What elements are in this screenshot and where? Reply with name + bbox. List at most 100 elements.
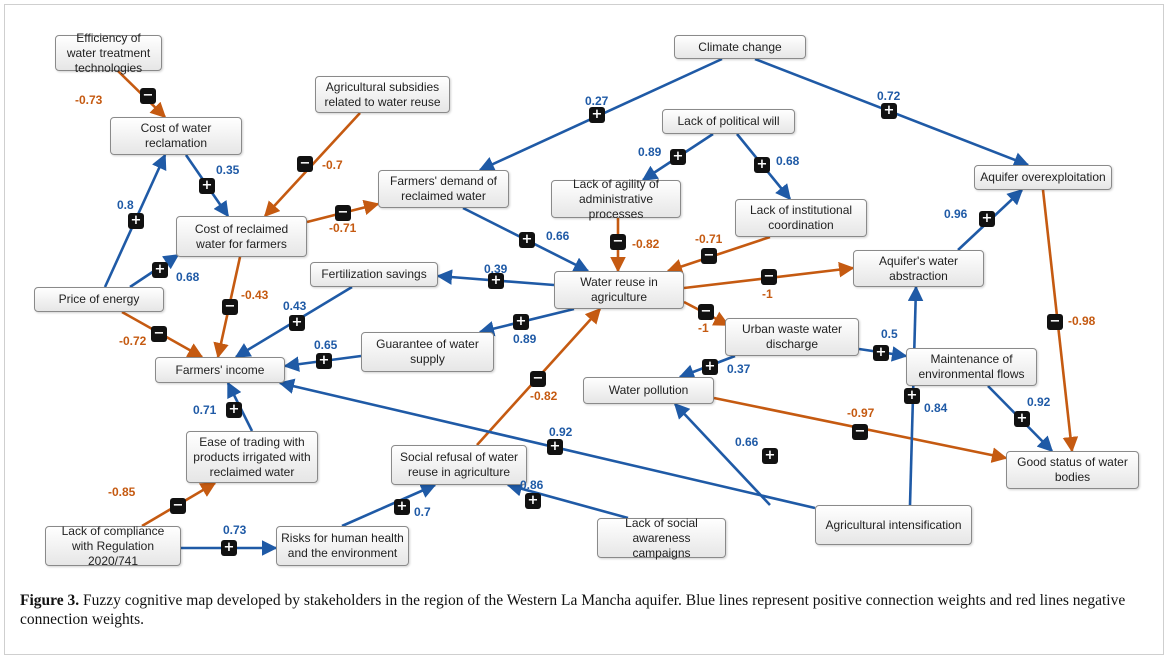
node-rhh: Risks for human health and the environme… <box>276 526 409 566</box>
weight-label-pe-cwr: 0.8 <box>117 198 134 212</box>
node-lpw: Lack of political will <box>662 109 795 134</box>
weight-label-ai-wp: 0.66 <box>735 435 759 449</box>
weight-label-pe-crf: 0.68 <box>176 270 200 284</box>
node-fdr: Farmers' demand of reclaimed water <box>378 170 509 208</box>
caption-label: Figure 3. <box>20 592 80 609</box>
weight-label-wp-gsw: -0.97 <box>847 406 875 420</box>
weight-label-sub-crf: -0.7 <box>322 158 343 172</box>
sign-marker-wra-uww: − <box>698 304 714 320</box>
weight-label-wra-gws: 0.89 <box>513 332 537 346</box>
weight-label-crf-fi: -0.43 <box>241 288 269 302</box>
node-laa: Lack of agility of administrative proces… <box>551 177 681 221</box>
sign-marker-srw-wra: − <box>530 371 546 387</box>
weight-label-etp-fi: 0.71 <box>193 403 217 417</box>
weight-label-srw-wra: -0.82 <box>530 389 558 403</box>
figure-frame <box>4 4 1164 655</box>
sign-marker-cc-fdr: + <box>589 107 605 123</box>
node-cwr: Cost of water reclamation <box>110 117 242 155</box>
sign-marker-ai-awa: + <box>904 388 920 404</box>
sign-marker-uww-mef: + <box>873 345 889 361</box>
sign-marker-wra-gws: + <box>513 314 529 330</box>
sign-marker-pe-cwr: + <box>128 213 144 229</box>
node-ao: Aquifer overexploitation <box>974 165 1112 190</box>
node-uww: Urban waste water discharge <box>725 318 859 356</box>
sign-marker-pe-crf: + <box>152 262 168 278</box>
node-pe: Price of energy <box>34 287 164 312</box>
weight-label-rhh-srw: 0.7 <box>414 505 431 519</box>
sign-marker-pe-fi: − <box>151 326 167 342</box>
weight-label-lcr-rhh: 0.73 <box>223 523 247 537</box>
weight-label-ao-gsw: -0.98 <box>1068 314 1096 328</box>
sign-marker-awa-ao: + <box>979 211 995 227</box>
weight-label-wra-fs: 0.39 <box>484 262 508 276</box>
node-cc: Climate change <box>674 35 806 59</box>
node-ai: Agricultural intensification <box>815 505 972 545</box>
node-mef: Maintenance of environmental flows <box>906 348 1037 386</box>
node-lcr: Lack of compliance with Regulation 2020/… <box>45 524 181 568</box>
weight-label-ai-fi: 0.92 <box>549 425 573 439</box>
sign-marker-etp-fi: + <box>226 402 242 418</box>
node-fi: Farmers' income <box>155 357 285 383</box>
node-awa: Aquifer's water abstraction <box>853 250 984 287</box>
sign-marker-lcr-rhh: + <box>221 540 237 556</box>
sign-marker-wp-gsw: − <box>852 424 868 440</box>
sign-marker-cwr-crf: + <box>199 178 215 194</box>
sign-marker-rhh-srw: + <box>394 499 410 515</box>
node-wra: Water reuse in agriculture <box>554 271 684 309</box>
node-etp: Ease of trading with products irrigated … <box>186 431 318 483</box>
weight-label-uww-mef: 0.5 <box>881 327 898 341</box>
weight-label-lsa-srw: 0.86 <box>520 478 544 492</box>
sign-marker-uww-wp: + <box>702 359 718 375</box>
node-gws: Guarantee of water supply <box>361 332 494 372</box>
caption-text: Fuzzy cognitive map developed by stakeho… <box>20 592 1126 628</box>
weight-label-cwr-crf: 0.35 <box>216 163 240 177</box>
figure-caption: Figure 3. Fuzzy cognitive map developed … <box>20 591 1140 629</box>
weight-label-laa-wra: -0.82 <box>632 237 660 251</box>
node-lsa: Lack of social awareness campaigns <box>597 516 726 560</box>
weight-label-lcr-etp: -0.85 <box>108 485 136 499</box>
sign-marker-wra-fs: + <box>488 273 504 289</box>
node-crf: Cost of reclaimed water for farmers <box>176 216 307 257</box>
weight-label-cc-fdr: 0.27 <box>585 94 609 108</box>
sign-marker-lcr-etp: − <box>170 498 186 514</box>
sign-marker-gws-fi: + <box>316 353 332 369</box>
node-lic: Lack of institutional coordination <box>735 199 867 237</box>
weight-label-gws-fi: 0.65 <box>314 338 338 352</box>
sign-marker-lic-wra: − <box>701 248 717 264</box>
weight-label-lic-wra: -0.71 <box>695 232 723 246</box>
node-wp: Water pollution <box>583 377 714 404</box>
sign-marker-ai-fi: + <box>547 439 563 455</box>
edge-lsa-srw <box>506 481 629 520</box>
node-srw: Social refusal of water reuse in agricul… <box>391 445 527 485</box>
sign-marker-wra-awa: − <box>761 269 777 285</box>
weight-label-awa-ao: 0.96 <box>944 207 968 221</box>
node-fs: Fertilization savings <box>310 262 438 287</box>
sign-marker-lpw-lic: + <box>754 157 770 173</box>
weight-label-ai-awa: 0.84 <box>924 401 948 415</box>
sign-marker-mef-gsw: + <box>1014 411 1030 427</box>
sign-marker-crf-fi: − <box>222 299 238 315</box>
sign-marker-lpw-laa: + <box>670 149 686 165</box>
edge-rhh-srw <box>341 483 437 528</box>
edge-ai-wp <box>673 402 771 506</box>
sign-marker-cc-ao: + <box>881 103 897 119</box>
weight-label-lpw-lic: 0.68 <box>776 154 800 168</box>
sign-marker-ai-wp: + <box>762 448 778 464</box>
sign-marker-sub-crf: − <box>297 156 313 172</box>
weight-label-uww-wp: 0.37 <box>727 362 751 376</box>
sign-marker-lsa-srw: + <box>525 493 541 509</box>
sign-marker-crf-fdr: − <box>335 205 351 221</box>
weight-label-wra-awa: -1 <box>762 287 773 301</box>
sign-marker-fdr-wra: + <box>519 232 535 248</box>
weight-label-wra-uww: -1 <box>698 321 709 335</box>
sign-marker-eff-cwr: − <box>140 88 156 104</box>
sign-marker-fs-fi: + <box>289 315 305 331</box>
sign-marker-laa-wra: − <box>610 234 626 250</box>
weight-label-lpw-laa: 0.89 <box>638 145 662 159</box>
weight-label-eff-cwr: -0.73 <box>75 93 103 107</box>
weight-label-mef-gsw: 0.92 <box>1027 395 1051 409</box>
node-gsw: Good status of water bodies <box>1006 451 1139 489</box>
edge-lic-wra <box>666 235 771 274</box>
weight-label-fs-fi: 0.43 <box>283 299 307 313</box>
weight-label-pe-fi: -0.72 <box>119 334 147 348</box>
